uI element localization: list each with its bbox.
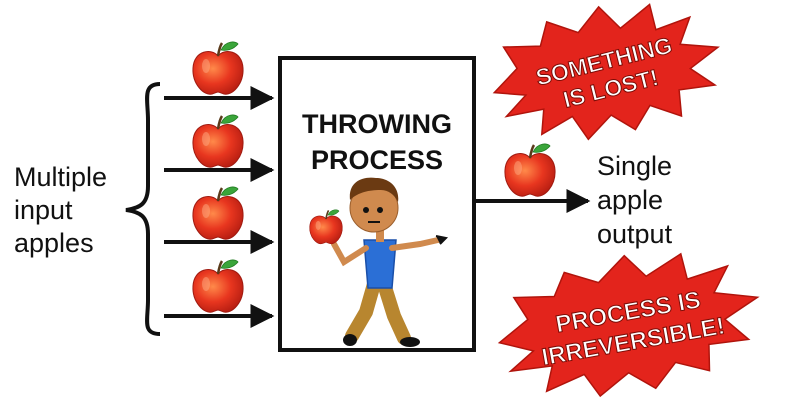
burst-process-irreversible: PROCESS IS IRREVERSIBLE! bbox=[488, 234, 770, 398]
process-title-line1: THROWING bbox=[280, 106, 474, 142]
apple-icon-input-3 bbox=[193, 187, 243, 239]
output-label: Single apple output bbox=[597, 149, 672, 251]
apple-icon-output bbox=[505, 144, 555, 196]
apple-icon-input-4 bbox=[193, 260, 243, 312]
burst-something-is-lost: SOMETHING IS LOST! bbox=[480, 0, 732, 161]
input-label: Multiple input apples bbox=[14, 161, 107, 260]
output-label-line2: apple bbox=[597, 183, 672, 217]
apple-icon-input-2 bbox=[193, 115, 243, 167]
output-label-line1: Single bbox=[597, 149, 672, 183]
process-box-title: THROWING PROCESS bbox=[280, 106, 474, 178]
input-label-line1: Multiple bbox=[14, 161, 107, 194]
input-label-line2: input bbox=[14, 194, 107, 227]
process-title-line2: PROCESS bbox=[280, 142, 474, 178]
input-label-line3: apples bbox=[14, 227, 107, 260]
apple-icon-input-1 bbox=[193, 42, 243, 94]
input-brace bbox=[126, 84, 160, 334]
output-label-line3: output bbox=[597, 217, 672, 251]
